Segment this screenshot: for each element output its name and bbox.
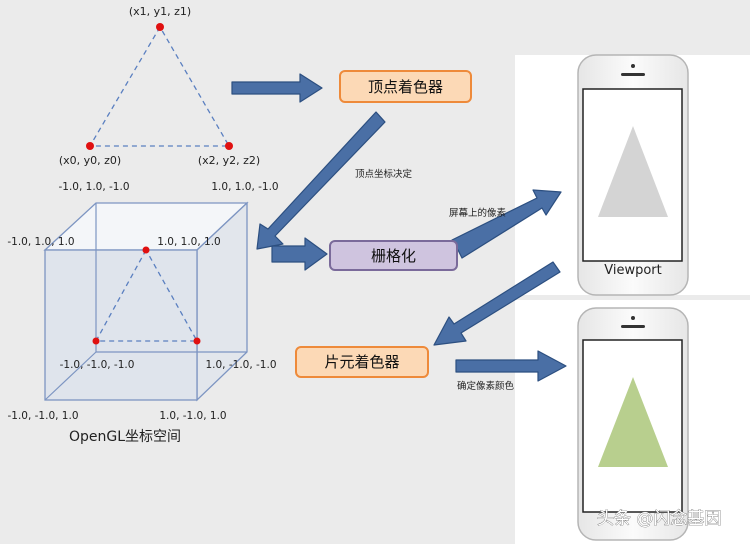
fragment-shader-box: 片元着色器 <box>295 346 429 378</box>
cube-label-front-top-left: -1.0, 1.0, 1.0 <box>7 236 74 248</box>
vertex-label-top: (x1, y1, z1) <box>129 5 191 18</box>
phone-top-speaker <box>621 73 645 76</box>
watermark: 头条 @闪念基因 <box>597 508 721 529</box>
cube-triangle-dot-right <box>193 337 201 345</box>
cube-label-back-bottom-right: 1.0, -1.0, -1.0 <box>205 359 276 371</box>
cube-label-front-bottom-left: -1.0, -1.0, 1.0 <box>7 410 78 422</box>
arrow-screen-to-fragment <box>433 261 561 346</box>
cube-triangle <box>94 248 199 342</box>
vertex-shader-label: 顶点着色器 <box>368 78 443 96</box>
vertex-label-right: (x2, y2, z2) <box>198 154 260 167</box>
phone-top-gray-triangle <box>598 126 668 217</box>
arrow-label-pixel-color: 确定像素颜色 <box>457 380 515 392</box>
arrow-label-screen-pixels: 屏幕上的像素 <box>449 207 507 219</box>
cube-triangle-dot-left <box>92 337 100 345</box>
phone-top-label: Viewport <box>604 263 662 278</box>
arrow-cube-to-raster <box>271 237 328 271</box>
fragment-shader-label: 片元着色器 <box>324 353 399 371</box>
cube-hidden-edge-d <box>44 351 97 401</box>
cube-front-face <box>44 249 198 401</box>
cube-triangle-dot-top <box>142 246 150 254</box>
phone-bottom <box>577 307 689 541</box>
cube-label-back-top-left: -1.0, 1.0, -1.0 <box>58 181 129 193</box>
vertex-dot-left <box>86 142 94 150</box>
cube-label-back-bottom-left: -1.0, -1.0, -1.0 <box>60 359 135 371</box>
phone-top-camera <box>631 64 635 68</box>
vertex-dot-right <box>225 142 233 150</box>
vertex-dot-top <box>156 23 164 31</box>
arrow-vertex-to-cube <box>256 111 386 250</box>
cube-caption: OpenGL坐标空间 <box>69 429 181 445</box>
arrow-to-vertex-shader <box>231 73 323 103</box>
arrow-fragment-to-color <box>455 350 567 382</box>
cube-label-back-top-right: 1.0, 1.0, -1.0 <box>211 181 278 193</box>
opengl-cube: -1.0, 1.0, -1.0 1.0, 1.0, -1.0 -1.0, 1.0… <box>7 181 278 445</box>
triangle-edges <box>88 25 231 147</box>
phone-bottom-green-triangle <box>598 377 668 467</box>
phone-bottom-camera <box>631 316 635 320</box>
arrow-raster-to-screen <box>451 189 562 259</box>
cube-label-front-bottom-right: 1.0, -1.0, 1.0 <box>159 410 226 422</box>
phone-top: Viewport <box>577 54 689 296</box>
rasterization-box: 栅格化 <box>329 240 458 271</box>
vertex-triangle: (x1, y1, z1) (x0, y0, z0) (x2, y2, z2) <box>59 5 260 167</box>
vertex-label-left: (x0, y0, z0) <box>59 154 121 167</box>
rasterization-label: 栅格化 <box>371 247 416 265</box>
cube-label-front-top-right: 1.0, 1.0, 1.0 <box>157 236 220 248</box>
phone-bottom-speaker <box>621 325 645 328</box>
arrow-label-vertex-coords: 顶点坐标决定 <box>355 168 413 180</box>
vertex-shader-box: 顶点着色器 <box>339 70 472 103</box>
